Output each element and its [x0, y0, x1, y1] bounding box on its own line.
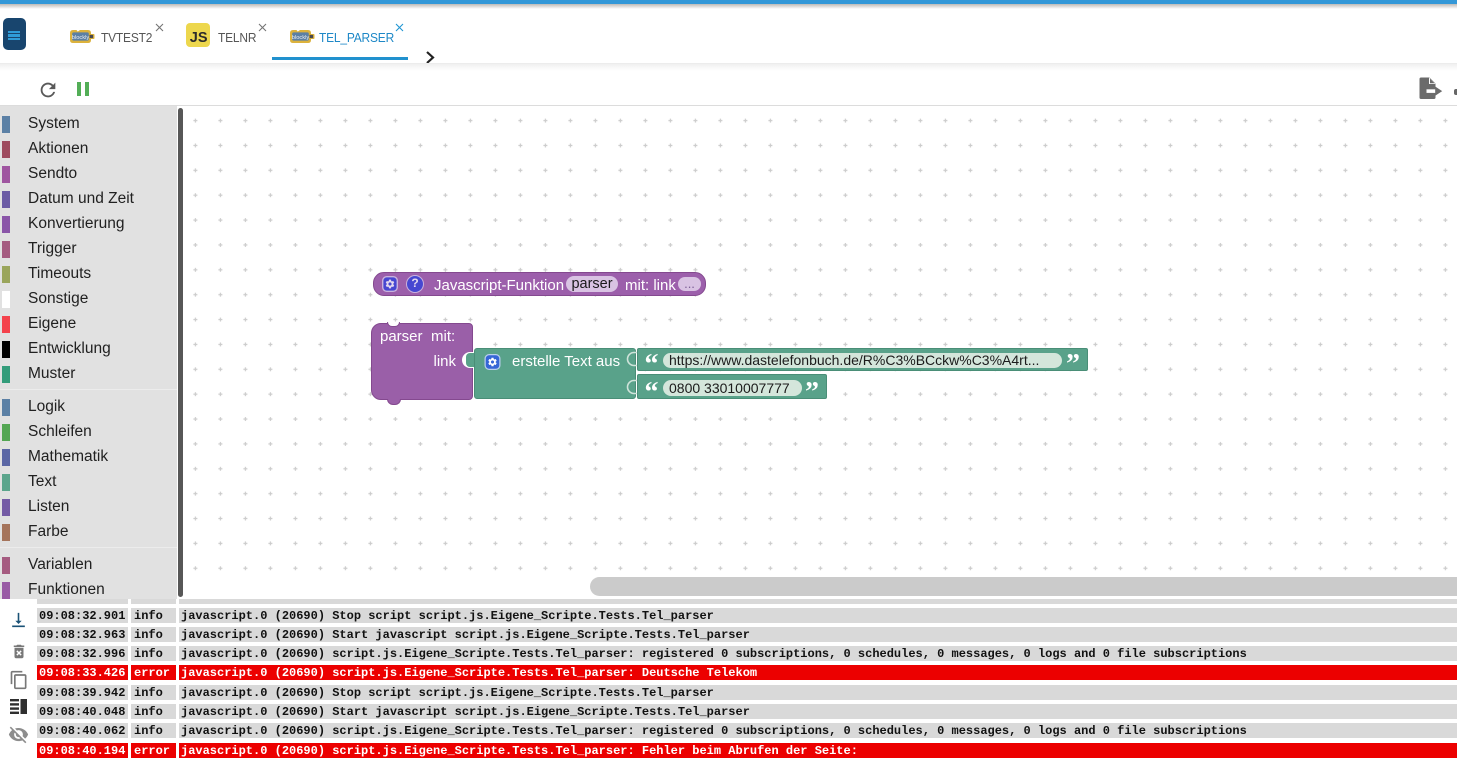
svg-text:blockly: blockly [72, 35, 90, 41]
svg-text:blockly: blockly [292, 35, 310, 41]
